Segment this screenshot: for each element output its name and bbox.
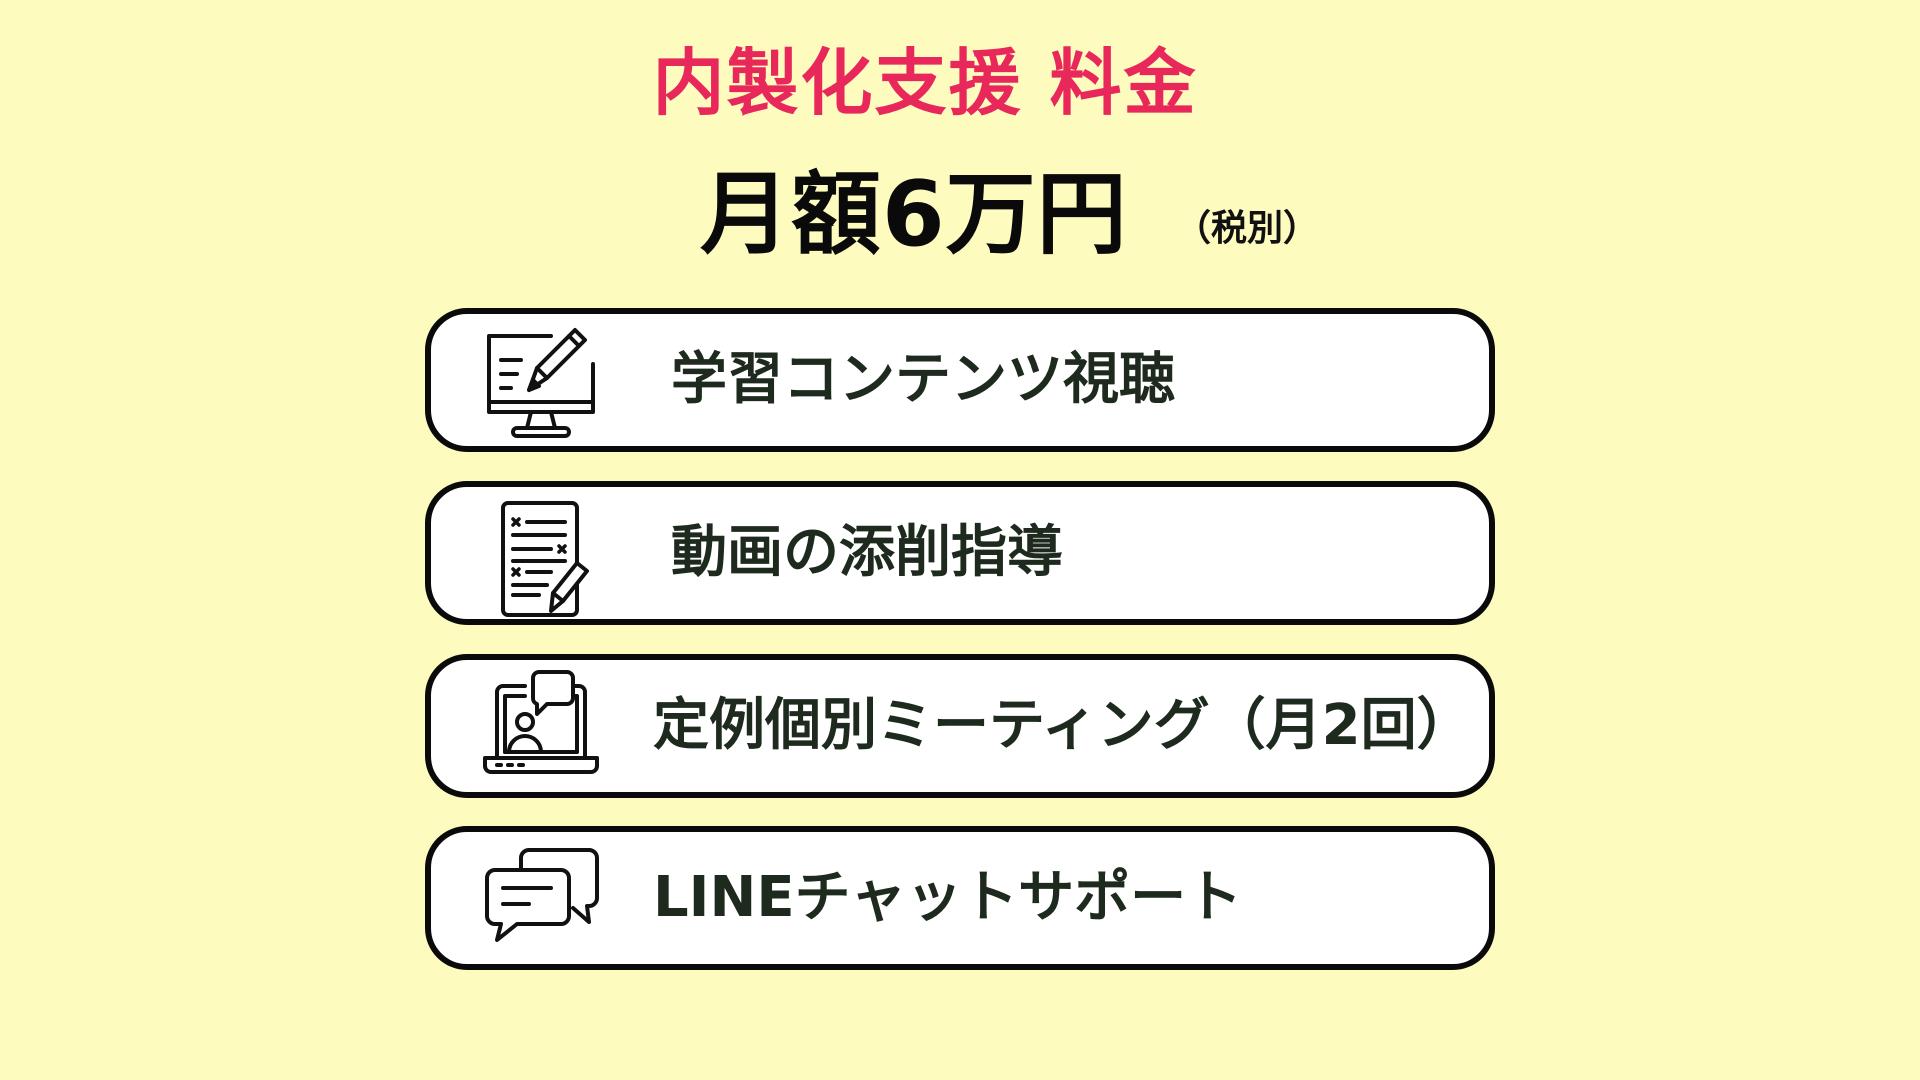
feature-label: 定例個別ミーティング（月2回） [653,693,1473,758]
feature-label: 学習コンテンツ視聴 [671,347,1175,412]
monthly-price: 月額6万円 [700,162,1128,267]
chat-bubbles-icon [481,842,601,962]
feature-card-line-chat: LINEチャットサポート [425,826,1495,970]
feature-card-learning-content: 学習コンテンツ視聴 [425,308,1495,452]
feature-card-video-review: 動画の添削指導 [425,481,1495,625]
tax-note: （税別） [1175,208,1320,249]
feature-label: 動画の添削指導 [671,520,1063,585]
feature-label: LINEチャットサポート [653,865,1243,930]
page-title: 内製化支援 料金 [652,41,1198,125]
price-row: 月額6万円 （税別） [0,160,1920,270]
laptop-video-chat-icon [481,670,601,790]
document-pencil-icon [481,497,601,617]
feature-card-regular-meeting: 定例個別ミーティング（月2回） [425,654,1495,798]
monitor-pencil-icon [481,324,601,444]
